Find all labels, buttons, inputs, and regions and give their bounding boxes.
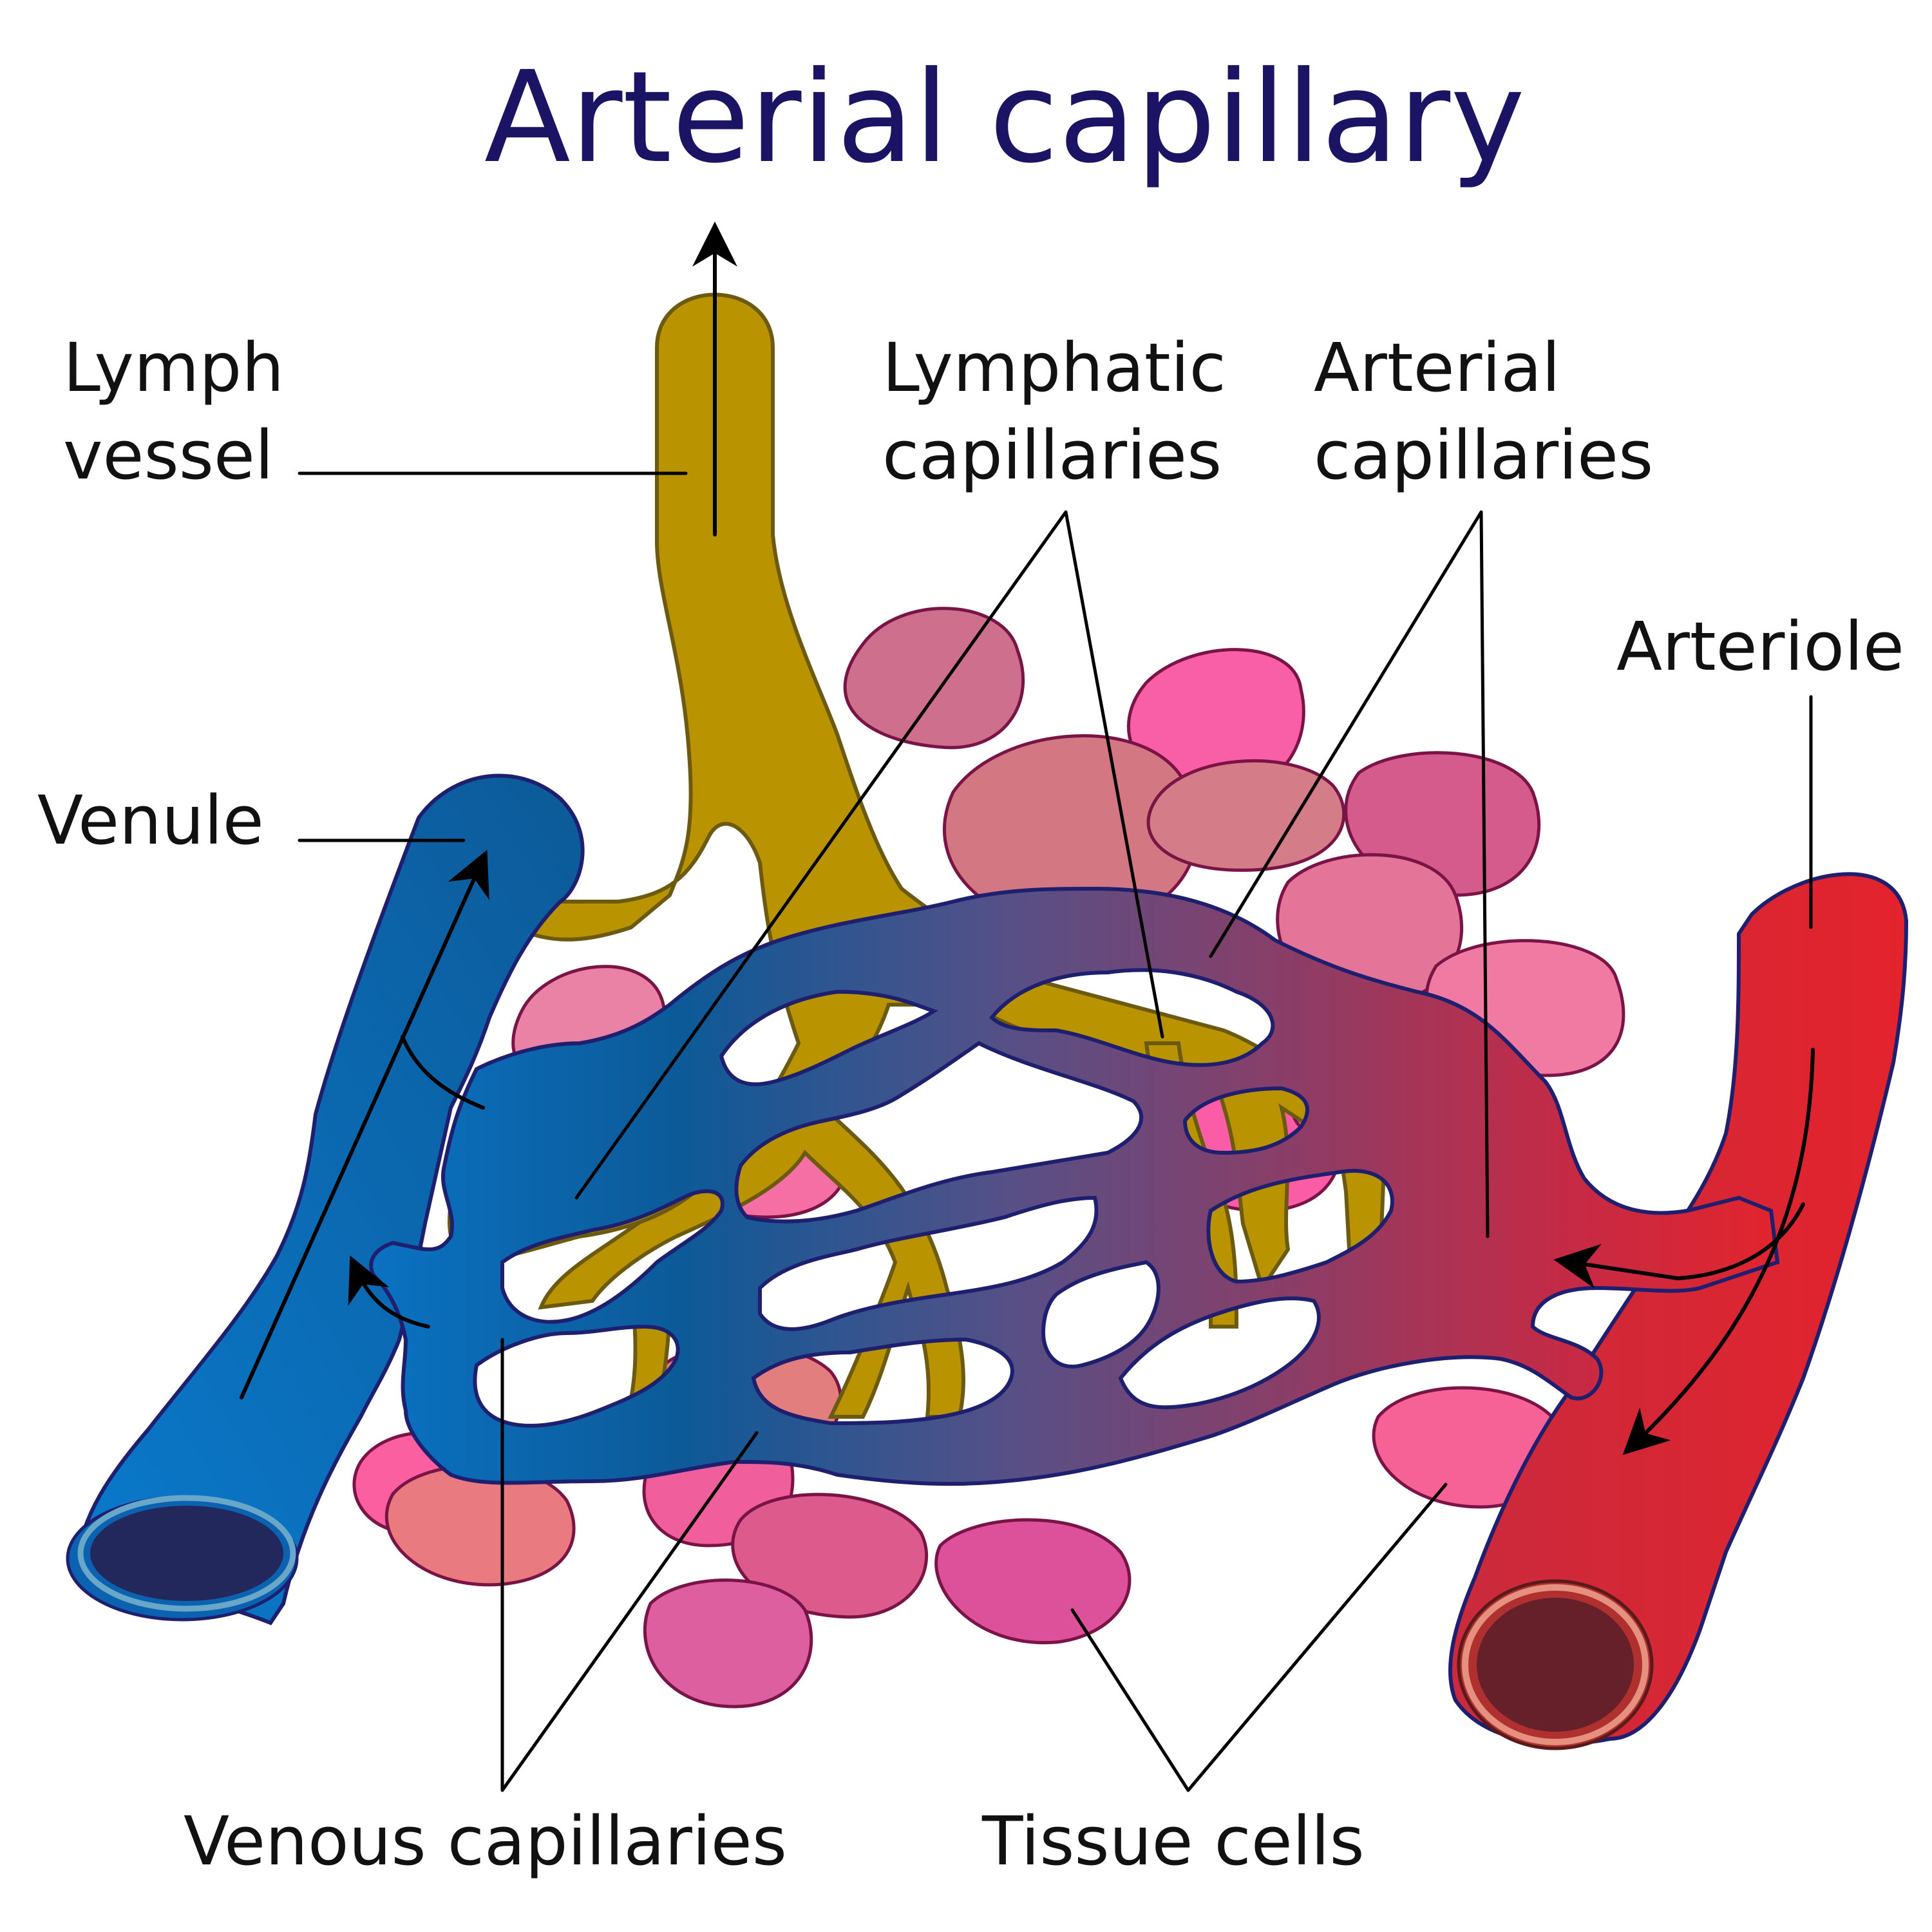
arterial-capillaries-label-line2: capillaries <box>1314 416 1653 495</box>
lymphatic-capillaries-leader <box>574 510 1164 1200</box>
arterial-capillaries-label-line1: Arterial <box>1314 328 1560 407</box>
lymphatic-capillaries-label-line1: Lymphatic <box>882 328 1226 407</box>
capillary-mesh <box>369 886 1780 1486</box>
labels: Lymph vessel Lymphatic capillaries Arter… <box>37 328 1904 1880</box>
venule-opening-ring <box>77 1495 296 1612</box>
arteriole-inflow-arrow <box>1553 1202 1805 1289</box>
flow-arrows <box>240 222 1815 1455</box>
tissue-cells-label: Tissue cells <box>981 1802 1365 1880</box>
arteriole-lumen <box>1477 1598 1634 1732</box>
diagram-title: Arterial capillary <box>484 44 1525 191</box>
lymph-vessel-label-line2: vessel <box>63 416 274 495</box>
capillary-network <box>369 886 1780 1486</box>
tissue-cell <box>934 1518 1132 1645</box>
tissue-cells-leader <box>1070 1482 1448 1792</box>
lymph-vessel-label-line1: Lymph <box>63 328 284 407</box>
arteriole-label: Arteriole <box>1616 607 1904 686</box>
venous-return-arrow-lower <box>348 1255 430 1329</box>
leader-lines <box>298 471 1813 1792</box>
venule-label: Venule <box>37 781 264 860</box>
arterial-capillaries-leader <box>1209 510 1490 1238</box>
arteriole-flow-arrow <box>1622 1048 1815 1455</box>
venule-lumen <box>90 1506 283 1601</box>
venous-capillaries-leader <box>500 1338 759 1792</box>
tissue-cell <box>1146 759 1346 872</box>
tissue-cell <box>843 607 1025 750</box>
venous-capillaries-label: Venous capillaries <box>184 1802 787 1880</box>
lymphatic-capillaries-label-line2: capillaries <box>882 416 1222 495</box>
tissue-cell <box>643 1578 813 1709</box>
venule-flow-arrow <box>240 849 489 1399</box>
arteriole-opening-ring <box>1462 1584 1649 1745</box>
lymph-vessel <box>512 292 1387 1419</box>
venous-return-arrow-upper <box>401 1035 485 1110</box>
